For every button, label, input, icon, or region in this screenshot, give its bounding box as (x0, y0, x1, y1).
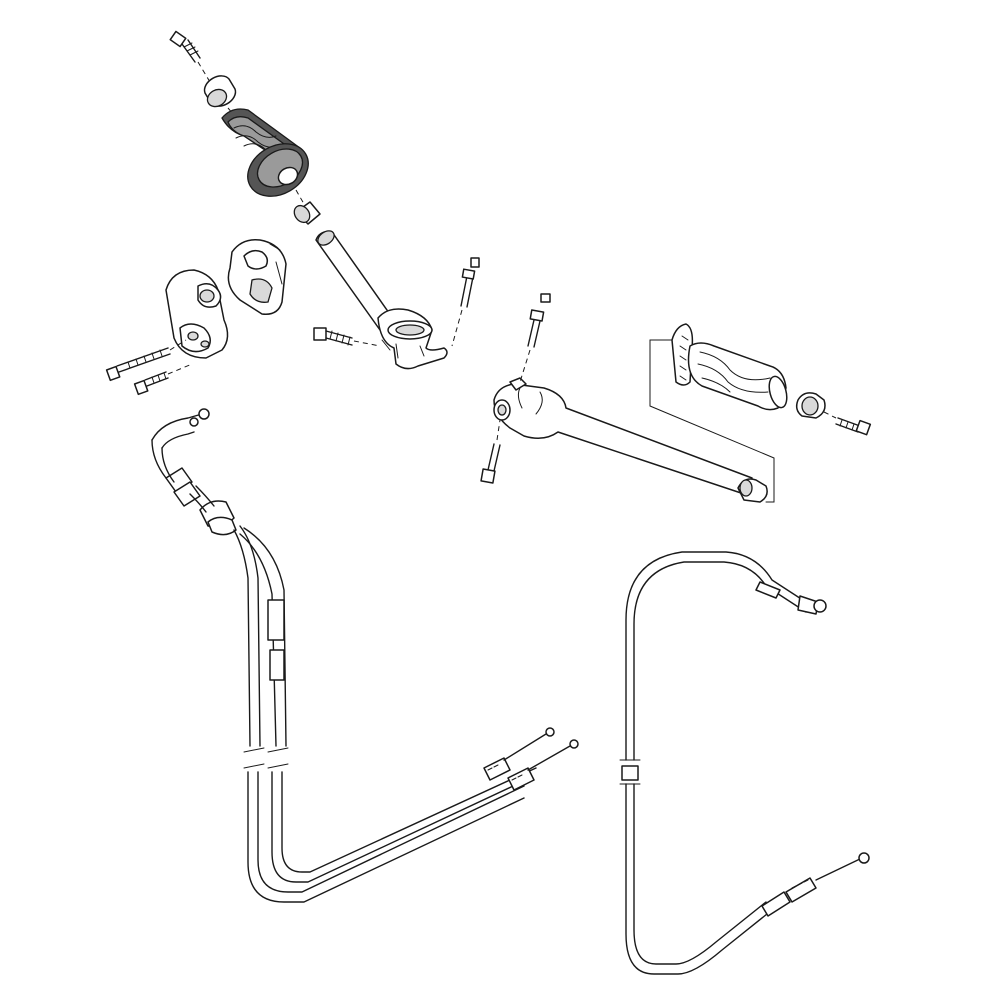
grip-end-screw[interactable] (169, 30, 201, 63)
clamp-top-bolt[interactable] (460, 257, 480, 308)
right-grip-detail-frame (649, 339, 775, 503)
switch-screw-long[interactable] (105, 347, 171, 382)
left-clamp-bolt[interactable] (313, 327, 353, 346)
throttle-grip-highlighted[interactable] (221, 108, 318, 207)
right-clamp-bottom-bolt[interactable] (480, 443, 501, 484)
right-handlebar-grip[interactable] (671, 323, 790, 411)
right-bar-end-screw[interactable] (835, 417, 872, 436)
left-switch-housing-rear[interactable] (227, 239, 287, 315)
top-grip-assembly (169, 30, 321, 225)
throttle-sleeve-end[interactable] (291, 201, 321, 225)
right-clip-on-handlebar[interactable] (493, 377, 768, 503)
clutch-cable[interactable] (619, 551, 870, 975)
right-clamp-top-bolt[interactable] (527, 293, 551, 348)
throttle-cables[interactable] (151, 408, 579, 903)
left-clip-on-handlebar[interactable] (315, 228, 448, 370)
left-switch-housing-front[interactable] (165, 269, 229, 359)
switch-screw-short[interactable] (133, 371, 169, 396)
right-bar-end-weight[interactable] (795, 392, 826, 419)
bar-end-weight[interactable] (203, 75, 237, 110)
